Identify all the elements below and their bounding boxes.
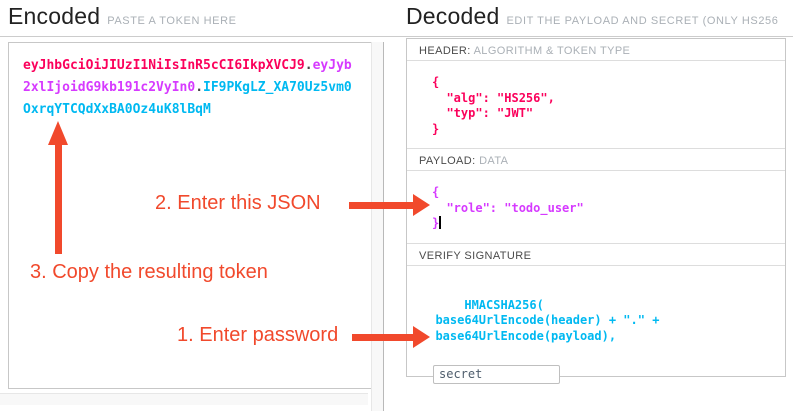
header-json-text: { "alg": "HS256", "typ": "JWT" } [432,75,555,136]
header-json-editor[interactable]: { "alg": "HS256", "typ": "JWT" } [407,61,785,149]
verify-signature-block: HMACSHA256( base64UrlEncode(header) + ".… [407,266,785,384]
panel-divider [383,42,384,411]
signature-label-strong: VERIFY SIGNATURE [419,250,532,262]
payload-label-strong: PAYLOAD: [419,155,476,167]
signature-section-label: VERIFY SIGNATURE [407,244,785,266]
decoded-title-text: Decoded [406,3,500,29]
signature-algorithm-code: HMACSHA256( base64UrlEncode(header) + ".… [435,297,660,343]
payload-json-text: { "role": "todo_user" } [432,185,584,230]
payload-label-detail: DATA [479,155,509,167]
token-payload-segment: eyJyb2xlIjoidG9kb191c2VyIn0 [23,58,352,95]
step-3-arrow-shaft [55,143,62,254]
payload-json-editor[interactable]: { "role": "todo_user" } [407,171,785,244]
vertical-scrollbar[interactable] [371,42,383,411]
token-header-segment: eyJhbGciOiJIUzI1NiIsInR5cCI6IkpXVCJ9 [23,58,305,73]
annotation-step-1: 1. Enter password [177,324,339,346]
token-dot-2: . [195,80,204,95]
step-1-arrow-shaft [352,334,415,341]
annotation-step-2: 2. Enter this JSON [155,192,321,214]
step-2-arrow-icon [413,194,430,216]
step-2-arrow-shaft [349,202,415,209]
token-dot-1: . [304,58,313,73]
annotation-step-3: 3. Copy the resulting token [30,261,268,283]
token-signature-segment: IF9PKgLZ_XA70Uz5vm0OxrqYTCQdXxBA0Oz4uK8l… [23,80,352,117]
encoded-title-text: Encoded [8,3,101,29]
decoded-panel: HEADER: ALGORITHM & TOKEN TYPE { "alg": … [406,38,786,384]
header-divider [0,36,793,37]
token-input[interactable]: eyJhbGciOiJIUzI1NiIsInR5cCI6IkpXVCJ9.eyJ… [8,42,373,389]
header-label-detail: ALGORITHM & TOKEN TYPE [473,45,631,57]
secret-input[interactable] [433,364,560,384]
encoded-panel-title: Encoded PASTE A TOKEN HERE [8,3,237,30]
header-label-strong: HEADER: [419,45,471,57]
header-section-label: HEADER: ALGORITHM & TOKEN TYPE [407,39,785,61]
encoded-subtitle: PASTE A TOKEN HERE [107,15,237,27]
horizontal-scrollbar[interactable] [0,393,368,405]
text-cursor [439,216,442,229]
step-3-arrow-icon [48,121,68,145]
step-1-arrow-icon [413,326,430,348]
payload-section-label: PAYLOAD: DATA [407,149,785,171]
